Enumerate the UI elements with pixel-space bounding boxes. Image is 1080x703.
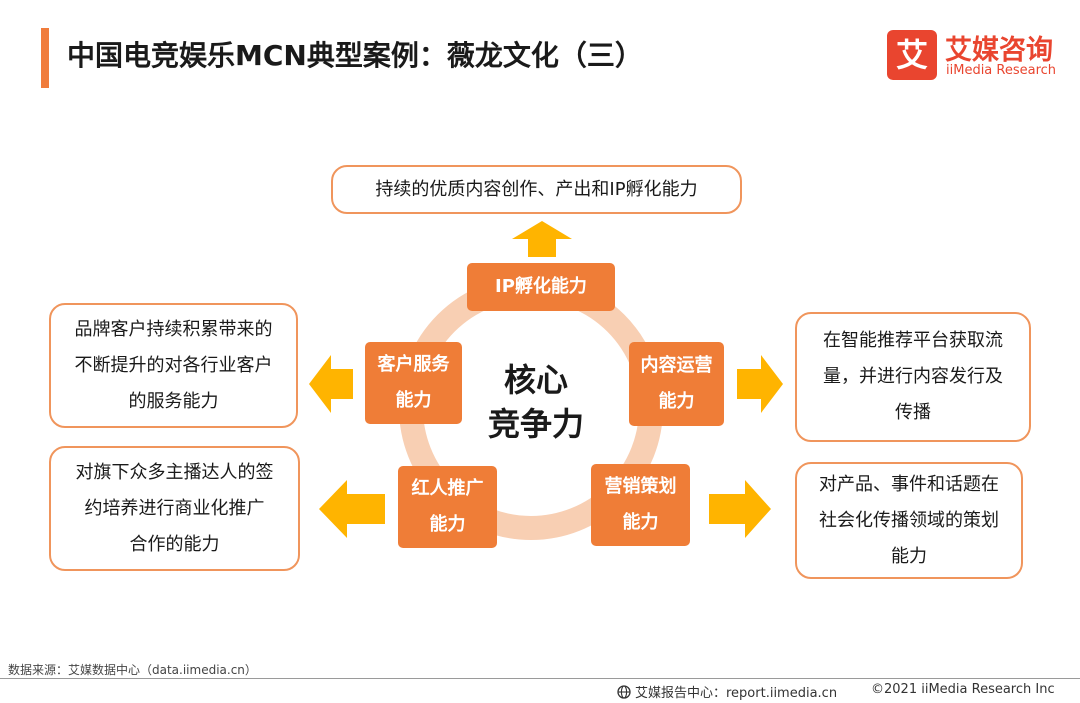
page-title: 中国电竞娱乐MCN典型案例：薇龙文化（三） <box>67 39 643 72</box>
node-label: 能力 <box>622 512 659 533</box>
node-label: 红人推广 <box>411 478 484 499</box>
globe-icon <box>617 684 631 699</box>
report-center-link[interactable]: 艾媒报告中心：report.iimedia.cn <box>617 682 837 701</box>
title-accent-bar <box>41 28 49 88</box>
box-line: 社会化传播领域的策划 <box>819 509 999 531</box>
node-label: 营销策划 <box>604 476 677 497</box>
core-line: 竞争力 <box>487 405 584 443</box>
box-line: 能力 <box>891 545 927 567</box>
data-source-note: 数据来源：艾媒数据中心（data.iimedia.cn） <box>8 663 257 677</box>
node-label: IP孵化能力 <box>495 276 587 297</box>
core-line: 核心 <box>503 361 568 399</box>
box-line: 不断提升的对各行业客户 <box>74 354 273 376</box>
box-left-bottom-influencer-description: 对旗下众多主播达人的签 约培养进行商业化推广 合作的能力 <box>49 446 300 571</box>
copyright-text: ©2021 iiMedia Research Inc <box>871 682 1055 697</box>
box-line: 对旗下众多主播达人的签 <box>75 461 274 483</box>
node-label: 内容运营 <box>640 355 713 376</box>
box-line: 合作的能力 <box>129 533 220 555</box>
arrow-left-icon <box>319 480 385 538</box>
arrow-right-icon <box>737 355 783 413</box>
node-label: 客户服务 <box>377 354 450 375</box>
node-marketing-planning: 营销策划 能力 <box>591 464 690 546</box>
logo-text-en: iiMedia Research <box>946 63 1057 78</box>
node-content-operation: 内容运营 能力 <box>629 342 724 426</box>
arrow-left-icon <box>309 355 353 413</box>
report-center-text: 艾媒报告中心：report.iimedia.cn <box>635 686 838 701</box>
box-line: 的服务能力 <box>128 390 219 412</box>
node-label: 能力 <box>429 514 466 535</box>
arrow-right-icon <box>709 480 771 538</box>
box-top-text: 持续的优质内容创作、产出和IP孵化能力 <box>375 178 698 200</box>
logo-mark: 艾 <box>887 30 937 80</box>
box-line: 量，并进行内容发行及 <box>823 366 1003 387</box>
box-top-ip-description: 持续的优质内容创作、产出和IP孵化能力 <box>331 165 742 214</box>
brand-logo: 艾 艾媒咨询 iiMedia Research <box>887 30 1057 84</box>
box-line: 在智能推荐平台获取流 <box>823 330 1003 351</box>
core-competitiveness-label: 核心 竞争力 <box>476 358 596 446</box>
node-label: 能力 <box>395 390 432 411</box>
box-line: 对产品、事件和话题在 <box>819 473 999 495</box>
logo-text-cn: 艾媒咨询 <box>945 35 1053 66</box>
node-label: 能力 <box>658 391 695 412</box>
node-influencer-promotion: 红人推广 能力 <box>398 466 497 548</box>
arrow-up-icon <box>512 221 572 257</box>
box-right-top-content-description: 在智能推荐平台获取流 量，并进行内容发行及 传播 <box>795 312 1031 442</box>
box-line: 品牌客户持续积累带来的 <box>74 318 273 340</box>
footer-divider <box>0 678 1080 679</box>
box-line: 传播 <box>895 402 931 423</box>
node-ip-incubation: IP孵化能力 <box>467 263 615 311</box>
box-right-bottom-marketing-description: 对产品、事件和话题在 社会化传播领域的策划 能力 <box>795 462 1023 579</box>
box-left-top-client-description: 品牌客户持续积累带来的 不断提升的对各行业客户 的服务能力 <box>49 303 298 428</box>
box-line: 约培养进行商业化推广 <box>84 497 265 519</box>
node-client-service: 客户服务 能力 <box>365 342 462 424</box>
